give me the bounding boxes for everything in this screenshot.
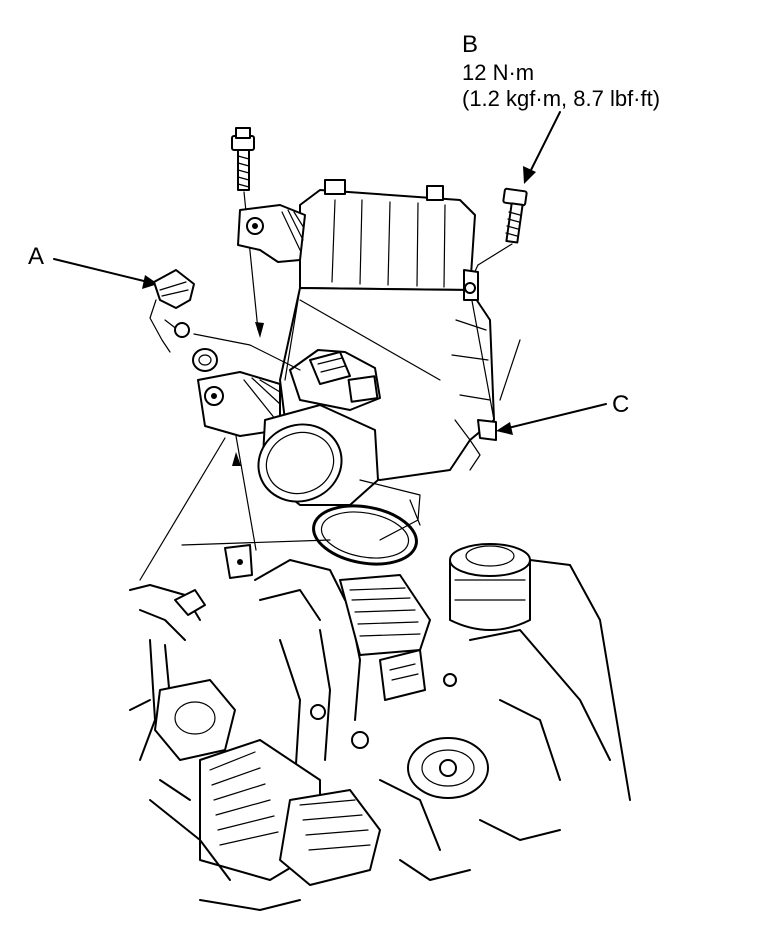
callout-c-label: C: [612, 391, 629, 418]
air-outlet-duct: [257, 404, 421, 541]
callout-c-leader: [496, 403, 607, 435]
upper-left-bolt: [231, 127, 255, 191]
mass-airflow-sensor: [289, 349, 381, 411]
rubber-grommet: [192, 348, 218, 372]
intake-seal-ring: [312, 499, 421, 566]
assembly-guide-lines: [139, 299, 521, 581]
torque-spec-nm: 12 N·m: [462, 60, 534, 85]
callout-a-leader: [53, 258, 158, 289]
callout-b-label: B: [462, 31, 478, 58]
torque-spec-kgf-lbf: (1.2 kgf·m, 8.7 lbf·ft): [462, 86, 660, 111]
callout-a-label: A: [28, 243, 44, 270]
harness-clip: [149, 269, 195, 353]
callout-b-leader: [523, 111, 561, 184]
engine-bay-components: [129, 543, 631, 911]
upper-right-bolt: [502, 187, 528, 244]
upper-mount-bracket: [237, 204, 306, 263]
